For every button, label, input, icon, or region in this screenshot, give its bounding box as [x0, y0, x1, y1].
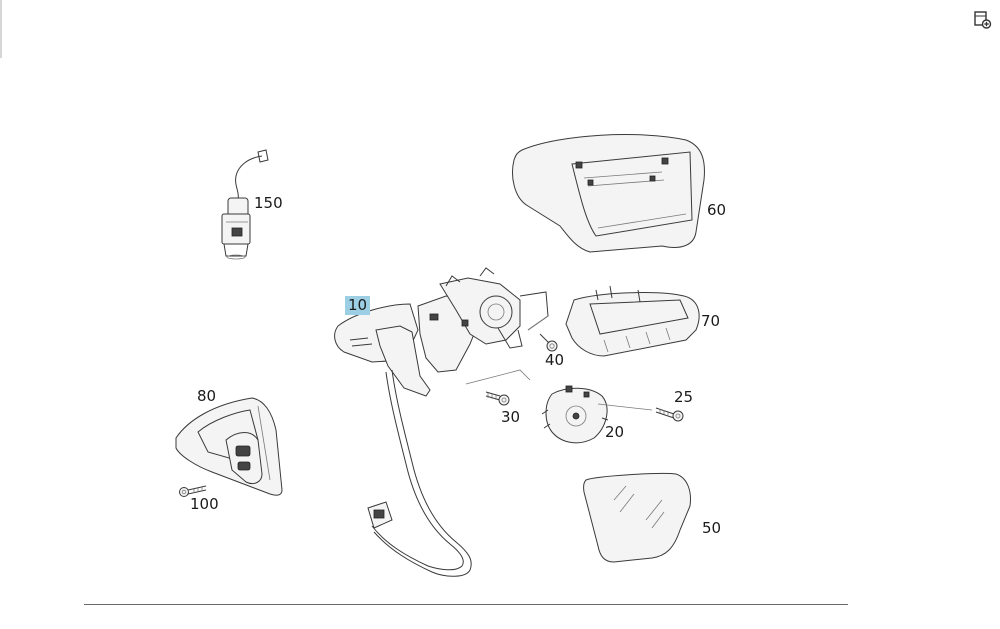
callout-80[interactable]: 80	[197, 387, 217, 405]
callout-20[interactable]: 20	[605, 423, 625, 441]
callout-100[interactable]: 100	[190, 495, 219, 513]
part-150-connector[interactable]	[221, 149, 269, 260]
part-100-screw[interactable]	[179, 485, 207, 497]
part-50-mirror-glass[interactable]	[583, 472, 691, 563]
callout-25[interactable]: 25	[674, 388, 694, 406]
callout-30[interactable]: 30	[501, 408, 521, 426]
callout-60[interactable]: 60	[707, 201, 727, 219]
panel-edge	[0, 0, 2, 58]
callout-70[interactable]: 70	[701, 312, 721, 330]
add-to-list-icon	[974, 11, 992, 29]
callout-150[interactable]: 150	[254, 194, 283, 212]
add-to-list-button[interactable]	[970, 8, 994, 30]
callout-40[interactable]: 40	[545, 351, 565, 369]
part-40-screw[interactable]	[539, 333, 558, 352]
callout-50[interactable]: 50	[702, 519, 722, 537]
part-70-lower-cover[interactable]	[565, 285, 700, 357]
part-20-adjustment-motor[interactable]	[541, 385, 609, 444]
callout-10[interactable]: 10	[345, 296, 371, 315]
diagram-baseline	[84, 604, 848, 605]
leader-lines	[465, 315, 653, 411]
part-60-mirror-cover[interactable]	[512, 134, 705, 253]
part-25-screw[interactable]	[655, 407, 684, 422]
part-80-indicator-housing[interactable]	[175, 397, 283, 496]
part-30-bolt[interactable]	[485, 391, 510, 406]
